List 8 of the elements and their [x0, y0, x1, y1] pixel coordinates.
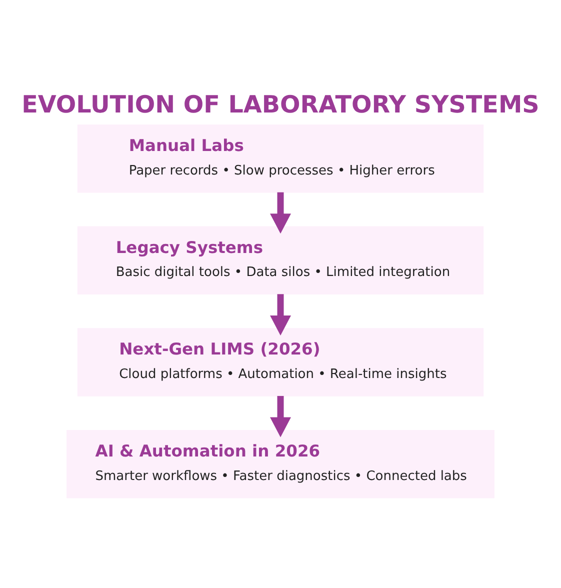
- diagram-title: EVOLUTION OF LABORATORY SYSTEMS: [22, 90, 540, 119]
- node-box: Manual Labs Paper records • Slow processes • Higher errors: [77, 124, 484, 193]
- arrow: [270, 192, 291, 234]
- arrow: [270, 396, 291, 438]
- node-box: AI & Automation in 2026 Smarter workflows • Faster diagnostics • Connected labs: [66, 430, 494, 498]
- node-box: Legacy Systems Basic digital tools • Data silos • Limited integration: [77, 226, 484, 295]
- node-box: Next-Gen LIMS (2026) Cloud platforms • Automation • Real-time insights: [77, 328, 484, 396]
- arrow: [270, 294, 291, 336]
